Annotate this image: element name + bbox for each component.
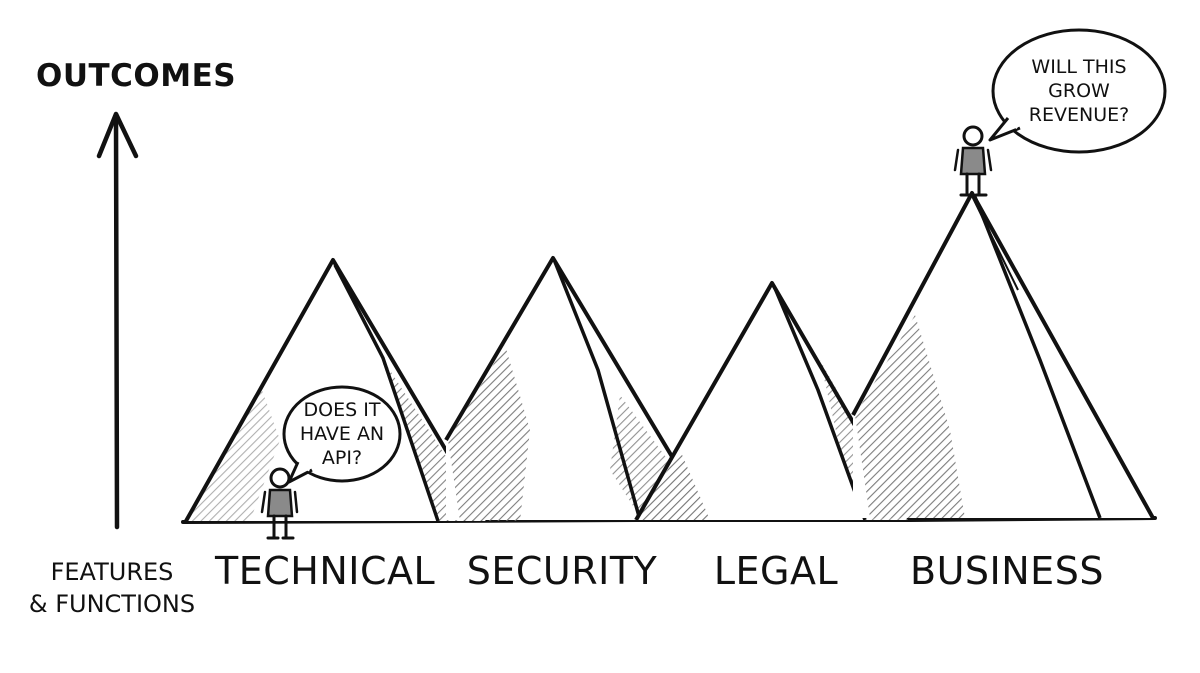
bubble-business-line-1: WILL THIS: [1031, 56, 1127, 78]
outcomes-axis-label: OUTCOMES: [36, 58, 237, 94]
category-label-legal: LEGAL: [713, 549, 839, 593]
bubble-business-line-2: GROW: [1048, 80, 1110, 102]
bubble-technical-line-2: HAVE AN: [299, 423, 385, 445]
bubble-business-line-3: REVENUE?: [1028, 104, 1130, 126]
business-mountain: [851, 191, 1155, 519]
bubble-technical-line-3: API?: [321, 447, 363, 469]
bubble-technical-line-1: DOES IT: [303, 399, 381, 421]
speech-bubble-technical: [282, 385, 402, 484]
category-label-business: BUSINESS: [910, 549, 1104, 593]
outcomes-arrow: [96, 111, 139, 530]
category-label-technical: TECHNICAL: [215, 549, 436, 593]
features-label-line-2: & FUNCTIONS: [28, 590, 196, 618]
speech-bubble-business: [988, 28, 1167, 154]
person-business: [953, 125, 993, 197]
bubble-text-technical: DOES IT HAVE AN API?: [292, 398, 392, 470]
security-mountain: [444, 256, 712, 522]
person-technical: [260, 467, 299, 540]
category-label-security: SECURITY: [466, 549, 658, 593]
features-label-line-1: FEATURES: [50, 558, 174, 586]
bubble-text-business: WILL THIS GROW REVENUE?: [1007, 55, 1151, 127]
features-axis-label: FEATURES & FUNCTIONS: [22, 556, 202, 620]
